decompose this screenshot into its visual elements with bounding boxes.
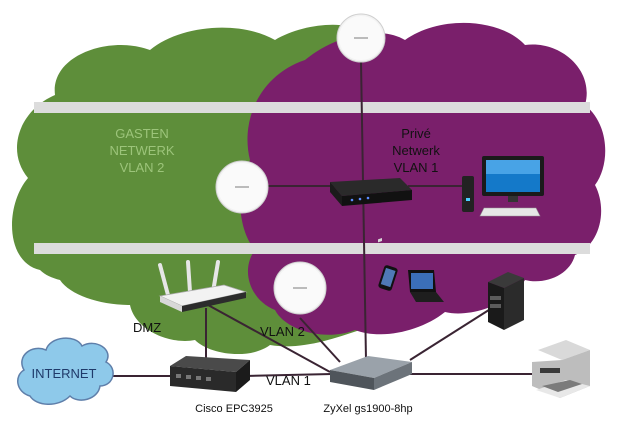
vlan2-link-label: VLAN 2 xyxy=(260,324,305,339)
laptop xyxy=(408,270,444,302)
nas-server xyxy=(488,272,524,330)
cable-ap-low-switch xyxy=(299,317,341,363)
internet-label: INTERNET xyxy=(32,366,97,381)
vlan1-link-label: VLAN 1 xyxy=(266,373,311,388)
guest-zone-subtitle: NETWERK xyxy=(110,143,175,158)
smartphone xyxy=(378,265,398,291)
desktop-computer xyxy=(462,156,544,217)
cable-router-switch xyxy=(207,304,331,373)
lower-floor xyxy=(34,243,590,254)
guest-zone-title: GASTEN xyxy=(115,126,168,141)
guest-zone-vlan: VLAN 2 xyxy=(120,160,165,175)
zyxel-switch-label: ZyXel gs1900-8hp xyxy=(323,403,412,415)
zyxel-switch xyxy=(330,237,412,390)
cisco-modem xyxy=(170,356,250,392)
printer xyxy=(532,340,590,398)
access-point-top xyxy=(336,13,386,63)
cables xyxy=(112,61,532,377)
dmz-router xyxy=(158,260,248,312)
cisco-modem-label: Cisco EPC3925 xyxy=(195,403,273,415)
private-switch xyxy=(330,178,412,206)
upper-floor xyxy=(34,102,590,113)
dmz-label: DMZ xyxy=(133,320,161,335)
cable-switch-server xyxy=(409,307,493,361)
private-zone-title: Privé xyxy=(401,126,431,141)
access-point-low xyxy=(273,261,327,315)
private-network-cloud xyxy=(240,22,606,335)
private-zone-subtitle: Netwerk xyxy=(392,143,440,158)
cable-ap-top-switch xyxy=(360,61,367,361)
access-point-middle xyxy=(215,160,269,214)
internet-cloud xyxy=(17,337,114,405)
cable-modem-switch xyxy=(244,373,333,377)
private-zone-vlan: VLAN 1 xyxy=(394,160,439,175)
